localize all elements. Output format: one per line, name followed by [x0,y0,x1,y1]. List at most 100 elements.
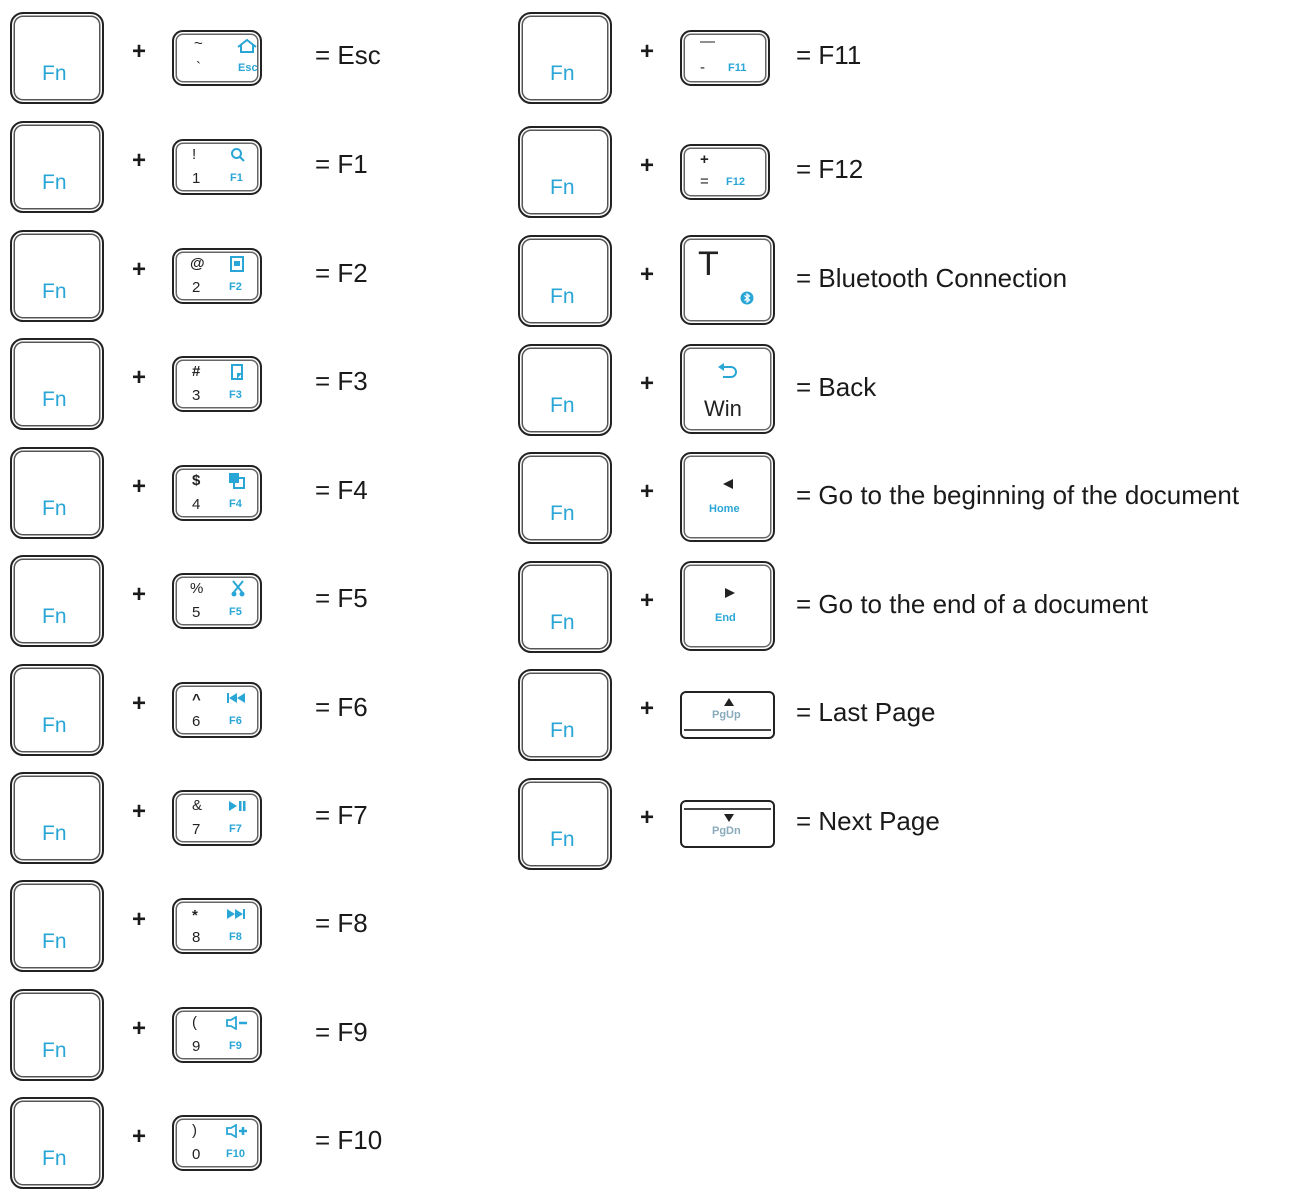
plus-sign: + [131,364,146,391]
up-pgup-key[interactable]: PgUp [680,691,775,739]
zero-f10-key[interactable]: ) 0 F10 [172,1115,262,1171]
shortcut-result: = F4 [315,475,368,505]
key-f-label: Esc [238,62,258,74]
screenshot-icon [230,256,244,272]
key-f-label: F3 [229,389,242,401]
shortcut-result: = F9 [315,1017,368,1047]
key-top-char: @ [190,255,205,272]
key-bottom-char: 5 [192,604,201,621]
shortcut-result: = F10 [315,1125,383,1155]
key-bottom-char: 2 [192,279,201,296]
minus-f11-key[interactable]: — - F11 [680,30,770,86]
key-sub-label: PgUp [712,709,741,721]
three-f3-key[interactable]: # 3 F3 [172,356,262,412]
fn-key[interactable]: Fn [518,235,612,327]
fn-key[interactable]: Fn [10,664,104,756]
fn-key[interactable]: Fn [518,778,612,870]
key-f-label: F5 [229,606,242,618]
shortcut-result: = F6 [315,692,368,722]
shortcut-result: = Go to the end of a document [796,589,1148,619]
shortcut-result: = F5 [315,583,368,613]
shortcut-result: = F1 [315,149,368,179]
key-sub-label: Home [709,503,740,515]
two-f2-key[interactable]: @ 2 F2 [172,248,262,304]
key-bottom-char: - [700,59,705,76]
key-top-char: & [192,797,203,814]
plus-sign: + [639,38,654,65]
key-f-label: F11 [728,62,747,74]
shortcut-result: = F7 [315,800,368,830]
key-top-char: — [700,33,715,50]
shortcut-result: = Go to the beginning of the document [796,480,1240,510]
plus-sign: + [131,147,146,174]
shortcut-result: = F8 [315,908,368,938]
home-icon [237,38,257,53]
left-arrow-icon [723,479,733,489]
plus-sign: + [639,804,654,831]
equals-f12-key[interactable]: + = F12 [680,144,770,200]
key-top-char: ~ [194,35,203,52]
fn-key[interactable]: Fn [10,447,104,539]
tilde-esc-key[interactable]: ~ ` Esc [172,30,262,86]
volume-up-icon [226,1124,247,1138]
seven-f7-key[interactable]: & 7 F7 [172,790,262,846]
fn-key[interactable]: Fn [518,669,612,761]
right-end-key[interactable]: End [680,561,775,651]
key-f-label: F8 [229,931,242,943]
fn-key[interactable]: Fn [518,452,612,544]
key-main-char: T [698,245,719,283]
key-f-label: F9 [229,1040,242,1052]
shortcut-result: = Back [796,372,877,402]
fn-key[interactable]: Fn [518,344,612,436]
plus-sign: + [639,478,654,505]
fn-key[interactable]: Fn [518,561,612,653]
back-arrow-icon [718,363,737,378]
fn-key[interactable]: Fn [10,880,104,972]
plus-sign: + [131,1123,146,1150]
fn-key[interactable]: Fn [10,230,104,322]
key-bottom-char: 9 [192,1038,201,1055]
eight-f8-key[interactable]: * 8 F8 [172,898,262,954]
fn-key[interactable]: Fn [10,338,104,430]
fn-key[interactable]: Fn [518,12,612,104]
volume-down-icon [226,1016,247,1030]
key-f-label: F7 [229,823,242,835]
six-f6-key[interactable]: ^ 6 F6 [172,682,262,738]
fn-key[interactable]: Fn [10,121,104,213]
plus-sign: + [131,798,146,825]
shortcut-result: = Bluetooth Connection [796,263,1068,293]
shortcut-result: = F11 [796,40,862,70]
fn-key[interactable]: Fn [518,126,612,218]
fn-key[interactable]: Fn [10,555,104,647]
fn-key[interactable]: Fn [10,1097,104,1189]
fn-key[interactable]: Fn [10,989,104,1081]
t-bluetooth-key[interactable]: T [680,235,775,325]
plus-sign: + [131,473,146,500]
down-pgdn-key[interactable]: PgDn [680,800,775,848]
plus-sign: + [131,256,146,283]
down-arrow-icon [724,814,734,822]
paste-icon [231,364,243,380]
plus-sign: + [639,587,654,614]
five-f5-key[interactable]: % 5 F5 [172,573,262,629]
up-arrow-icon [724,698,734,706]
four-f4-key[interactable]: $ 4 F4 [172,465,262,521]
win-back-key[interactable]: Win [680,344,775,434]
plus-sign: + [131,906,146,933]
plus-sign: + [639,370,654,397]
shortcut-result: = F3 [315,366,368,396]
shortcut-result: = Esc [315,40,381,70]
key-bottom-char: 8 [192,929,201,946]
plus-sign: + [639,261,654,288]
key-f-label: F1 [230,172,243,184]
left-home-key[interactable]: Home [680,452,775,542]
next-track-icon [227,909,245,919]
nine-f9-key[interactable]: ( 9 F9 [172,1007,262,1063]
key-top-char: + [700,151,709,168]
fn-key[interactable]: Fn [10,12,104,104]
shortcut-result: = Last Page [796,697,936,727]
key-top-char: ! [192,146,197,163]
one-f1-key[interactable]: ! 1 F1 [172,139,262,195]
fn-key[interactable]: Fn [10,772,104,864]
cut-icon [231,580,245,597]
